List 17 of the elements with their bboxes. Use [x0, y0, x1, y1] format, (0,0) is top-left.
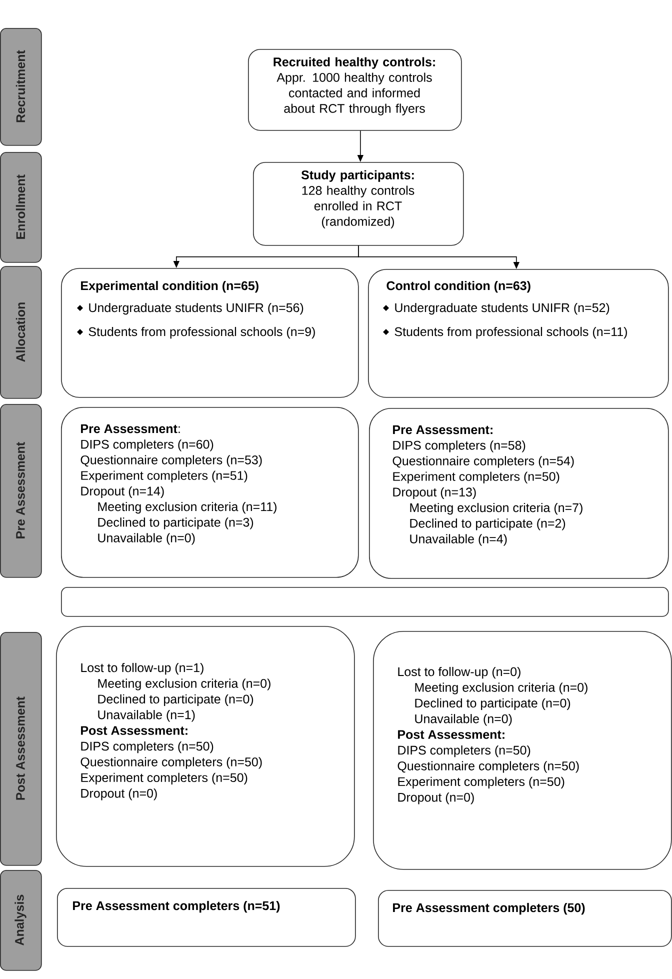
flow-box: Experimental condition (n=65) Undergraduate students UNIFR (n=56) Students from professional schools (n=9): [61, 268, 359, 398]
stage-tab: Enrollment: [0, 152, 42, 263]
flow-box: Pre Assessment: DIPS completers (n=60) Questionnaire completers (n=53) Experiment completers (n=51) Dropout (n=14) Meeting exclusion criteria (n=11) Declined to participate (n=3) Unavailable (n=0): [61, 407, 359, 578]
flow-box: Lost to follow-up (n=0) Meeting exclusion criteria (n=0) Declined to participate (n=0) Unavailable (n=0) Post Assessment: DIPS completers (n=50) Questionnaire completers (n=50) Experiment completers (n=50) Dropout (n=0): [373, 631, 672, 870]
flow-box: Study participants: 128 healthy controls enrolled in RCT (randomized): [253, 162, 464, 246]
flow-box: Pre Assessment: DIPS completers (n=58) Questionnaire completers (n=54) Experiment completers (n=50) Dropout (n=13) Meeting exclusion criteria (n=7) Declined to participate (n=2) Unavailable (n=4): [369, 408, 669, 579]
stage-tab: Analysis: [0, 870, 42, 971]
flow-box: Recruited healthy controls: Appr. 1000 healthy controls contacted and informed about RCT through flyers: [248, 49, 462, 131]
stage-tab: Post Assessment: [0, 632, 42, 866]
empty-box: [61, 587, 669, 617]
flow-box: Lost to follow-up (n=1) Meeting exclusion criteria (n=0) Declined to participate (n=0) Unavailable (n=1) Post Assessment: DIPS completers (n=50) Questionnaire completers (n=50) Experiment completers (n=50) Dropout (n=0): [56, 626, 355, 867]
stage-tab: Pre Assessment: [0, 404, 42, 578]
stage-tab: Recruitment: [0, 28, 42, 146]
stage-tab: Allocation: [0, 266, 42, 399]
flow-box: Pre Assessment completers (50): [378, 890, 672, 947]
flow-box: Control condition (n=63) Undergraduate students UNIFR (n=52) Students from professional schools (n=11): [368, 269, 669, 398]
flow-box: Pre Assessment completers (n=51): [57, 888, 356, 947]
